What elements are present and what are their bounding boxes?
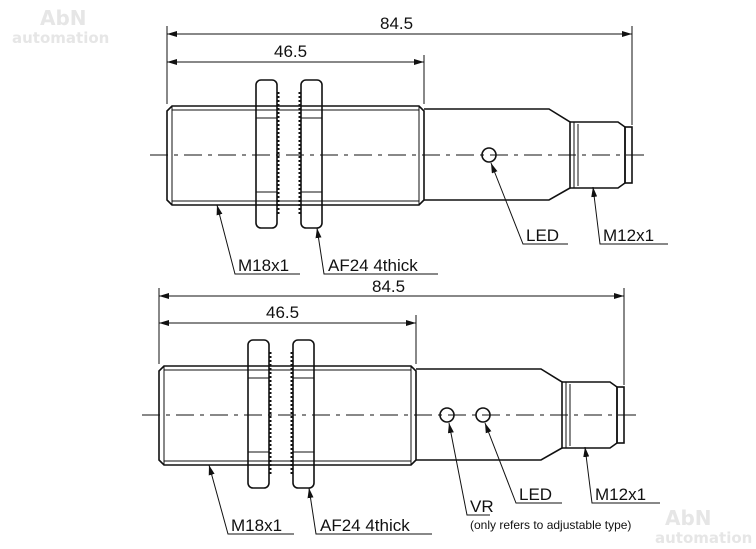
led-indicator: [481, 147, 497, 163]
watermark-bottom-right: AbN automation: [655, 506, 752, 547]
vr-label: VR: [470, 497, 494, 516]
nut-label: AF24 4thick: [320, 516, 410, 535]
overall-length-value: 84.5: [380, 14, 413, 33]
svg-text:automation: automation: [655, 529, 752, 547]
connector-label: M12x1: [603, 226, 654, 245]
led-indicator: [475, 407, 491, 423]
bottom-sensor: 84.5 46.5 LED M12x1 VR (only refers to a…: [142, 277, 660, 535]
thread-label: M18x1: [238, 256, 289, 275]
connector-label: M12x1: [595, 485, 646, 504]
watermark-top-left: AbN automation: [12, 6, 109, 47]
svg-text:AbN: AbN: [665, 506, 712, 530]
top-sensor: 84.5 46.5 LED M12x1 M18x1 AF24 4thick: [150, 14, 668, 275]
overall-length-value: 84.5: [372, 277, 405, 296]
svg-text:automation: automation: [12, 29, 109, 47]
vr-potentiometer: [439, 407, 455, 423]
svg-text:AbN: AbN: [40, 6, 87, 30]
thread-length-value: 46.5: [274, 42, 307, 61]
thread-label: M18x1: [231, 516, 282, 535]
vr-note: (only refers to adjustable type): [470, 518, 631, 532]
thread-length-value: 46.5: [266, 303, 299, 322]
led-label: LED: [526, 226, 559, 245]
led-label: LED: [519, 485, 552, 504]
nut-label: AF24 4thick: [328, 256, 418, 275]
